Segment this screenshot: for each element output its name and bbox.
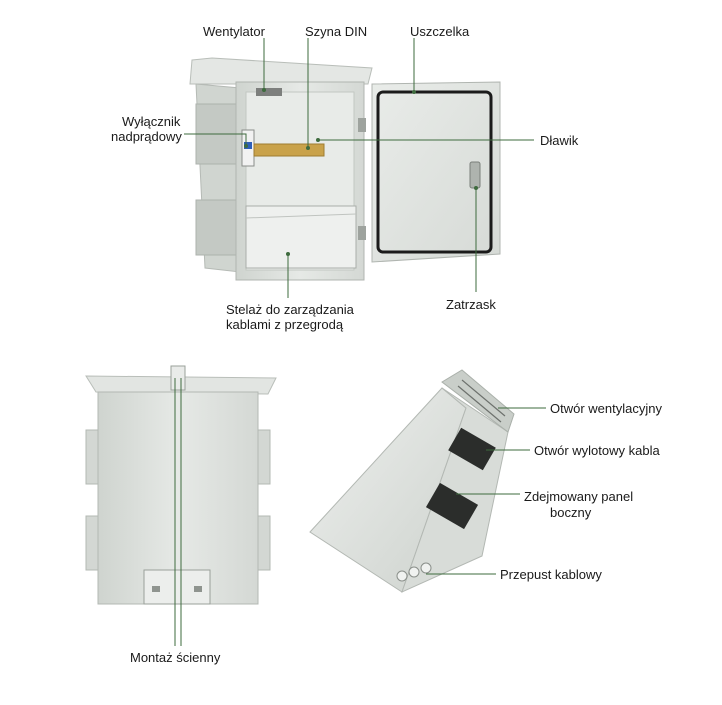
label-fan: Wentylator xyxy=(203,24,265,39)
enclosure-door xyxy=(371,81,501,263)
enclosure-roof xyxy=(189,57,373,85)
cable-rack-icon xyxy=(245,205,357,269)
label-wall-mount: Montaż ścienny xyxy=(130,650,221,665)
fan-icon xyxy=(256,88,282,96)
cable-outlet-icon xyxy=(448,427,496,471)
label-breaker-line1: Wyłącznik xyxy=(122,114,181,129)
din-rail-icon xyxy=(253,143,325,157)
label-breaker-line2: nadprądowy xyxy=(111,129,182,144)
side-rib-lower xyxy=(195,199,237,256)
gasket-icon xyxy=(376,90,493,254)
open-enclosure xyxy=(189,57,501,281)
label-cable-entry: Przepust kablowy xyxy=(500,567,602,582)
side-panel-icon xyxy=(425,482,479,530)
label-din-rail: Szyna DIN xyxy=(305,24,368,39)
leader-dots xyxy=(244,88,478,256)
label-latch: Zatrzask xyxy=(446,297,496,312)
label-cable-outlet: Otwór wylotowy kabla xyxy=(534,443,660,458)
label-cable-rack-line1: Stelaż do zarządzania xyxy=(226,302,354,317)
leader-lines xyxy=(174,38,546,646)
label-side-panel-line1: Zdejmowany panel xyxy=(524,489,634,504)
label-vent-hole: Otwór wentylacyjny xyxy=(550,401,662,416)
back-panel xyxy=(97,391,259,605)
tilted-enclosure xyxy=(309,369,515,593)
vent-slots-icon xyxy=(457,379,506,423)
latch-icon xyxy=(469,161,481,189)
label-gland: Dławik xyxy=(540,133,579,148)
tilted-top xyxy=(441,369,515,433)
label-cable-rack-line2: kablami z przegrodą xyxy=(226,317,344,332)
back-view-enclosure xyxy=(85,365,277,605)
cable-entry-icon xyxy=(396,562,432,582)
top-mount-bracket xyxy=(170,365,186,391)
label-side-panel-line2: boczny xyxy=(550,505,592,520)
label-gasket: Uszczelka xyxy=(410,24,470,39)
